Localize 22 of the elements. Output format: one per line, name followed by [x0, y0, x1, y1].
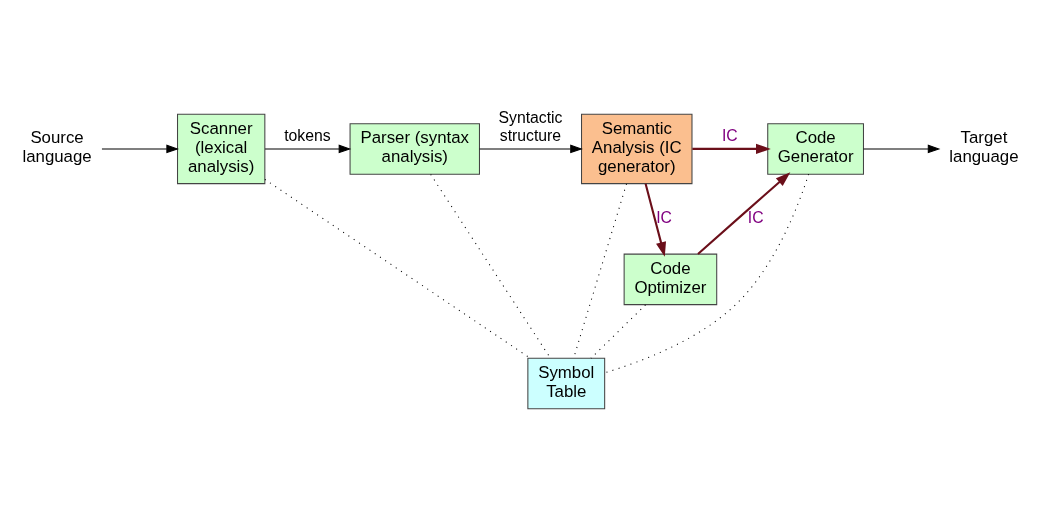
arrow: [101, 144, 179, 153]
arrow: [264, 144, 352, 153]
node-box: Semantic Analysis (IC generator): [581, 113, 693, 184]
node-text: Target language: [949, 127, 1019, 166]
edge-label: tokens: [284, 126, 331, 144]
node-box: Symbol Table: [527, 357, 606, 409]
node-box: Code Optimizer: [623, 253, 718, 305]
arrow: [644, 182, 667, 257]
arrow: [479, 144, 583, 153]
edge-label: Syntactic structure: [498, 108, 563, 144]
arrow: [697, 171, 791, 255]
node-box: Scanner (lexical analysis): [177, 113, 266, 184]
arrow: [692, 143, 771, 154]
edge-label: IC: [747, 208, 764, 226]
node-box: Code Generator: [767, 122, 864, 175]
connector: [590, 303, 646, 359]
arrow: [863, 144, 941, 153]
edge-label: IC: [721, 126, 738, 144]
node-box: Parser (syntax analysis): [349, 122, 480, 175]
node-text: Source language: [22, 127, 92, 166]
edge-label: IC: [656, 208, 672, 226]
connector: [264, 178, 531, 359]
